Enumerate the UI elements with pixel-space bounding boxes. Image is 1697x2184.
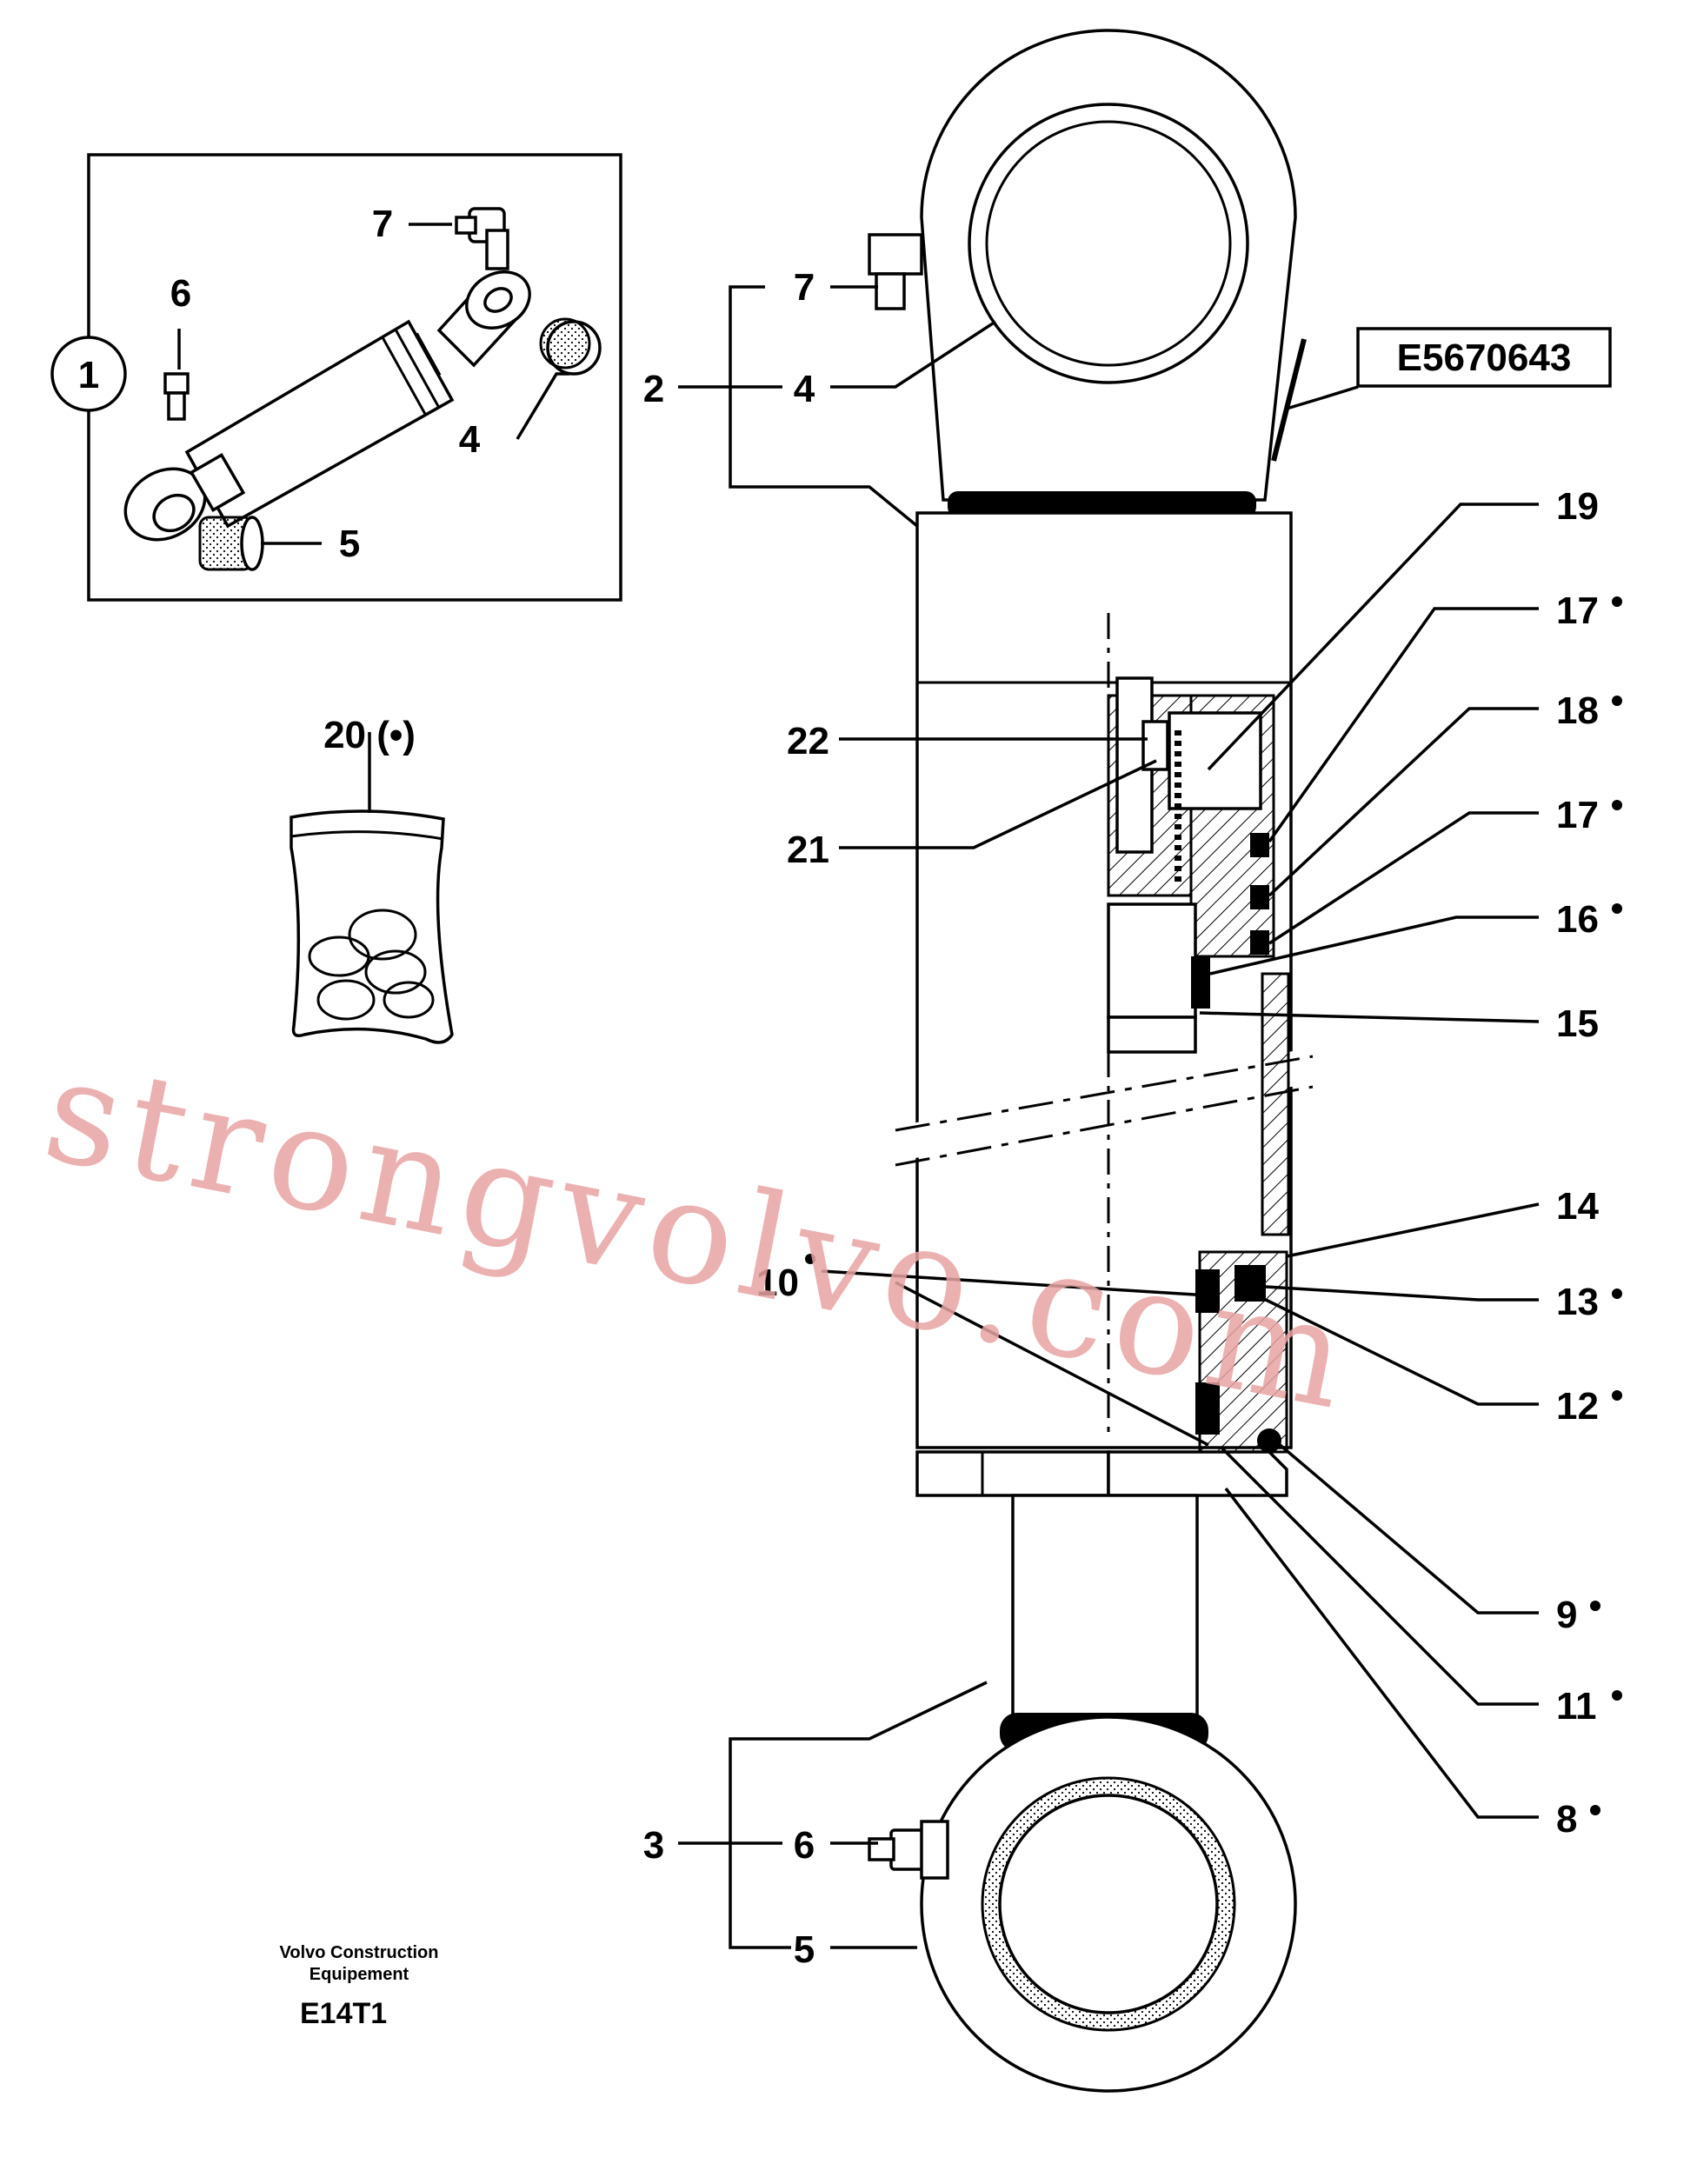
callout-20-seal-kit: 20 (•): [323, 714, 416, 756]
callout-13: 13: [1556, 1281, 1599, 1323]
top-rod-eye: [920, 29, 1297, 517]
callout-19: 19: [1556, 485, 1599, 528]
assembly-circle: [50, 336, 127, 412]
drawing-code: E14T1: [300, 1997, 387, 2030]
bushing-icon: [198, 516, 264, 571]
leader-lines: [678, 285, 1540, 1949]
inset-cylinder: [123, 270, 531, 542]
bushing-icon: [539, 317, 602, 376]
callout-12: 12: [1556, 1385, 1599, 1428]
callout-7-main: 7: [794, 266, 815, 309]
callout-22: 22: [787, 720, 829, 762]
callout-3: 3: [643, 1824, 664, 1867]
seal-kit-bag-icon: 20 (•): [289, 714, 454, 1044]
callout-17b: 17: [1556, 794, 1599, 836]
callout-8: 8: [1556, 1798, 1577, 1841]
reference-code: E5670643: [1397, 336, 1572, 379]
callout-9: 9: [1556, 1594, 1577, 1636]
piston-rod: [1000, 1494, 1208, 1752]
bullet-dot-icon: [1612, 800, 1622, 810]
company-line-2: Equipement: [309, 1965, 409, 1984]
bullet-dot-icon: [1612, 1288, 1622, 1299]
bullet-dot-icon: [1590, 1601, 1601, 1611]
callout-1: 1: [78, 354, 99, 396]
callout-11: 11: [1556, 1685, 1597, 1728]
callout-7-inset: 7: [372, 203, 393, 245]
grease-nipple-icon: [455, 207, 509, 270]
company-line-1: Volvo Construction: [280, 1943, 439, 1962]
bullet-dot-icon: [1612, 1390, 1622, 1401]
callout-10: 10: [756, 1262, 799, 1304]
callout-4-inset: 4: [459, 418, 481, 461]
callout-2: 2: [643, 368, 664, 410]
grease-nipple-icon: [868, 1820, 949, 1880]
inset-overview: 1 7 6 4 5: [50, 153, 622, 602]
bullet-dot-icon: [805, 1254, 815, 1264]
bullet-dot-icon: [1612, 1690, 1622, 1701]
cylinder-barrel: [895, 511, 1316, 1449]
cutaway-section: [1107, 613, 1290, 1492]
bullet-dot-icon: [1612, 696, 1622, 706]
bullet-dot-icon: [1590, 1805, 1601, 1815]
callout-21: 21: [787, 829, 829, 871]
callout-17a: 17: [1556, 589, 1599, 632]
bullet-dot-icon: [1612, 903, 1622, 914]
callout-15: 15: [1556, 1002, 1599, 1045]
callout-18: 18: [1556, 689, 1599, 732]
callout-labels: 7 2 4 19 17 18 17 16 15 14 13 12 9 11 8 …: [643, 266, 1622, 1971]
reference-code-box: E5670643: [1271, 327, 1612, 462]
callout-6-inset: 6: [170, 272, 191, 315]
callout-5-main: 5: [794, 1928, 815, 1971]
footer: Volvo Construction Equipement E14T1: [280, 1943, 439, 2030]
grease-nipple-icon: [163, 372, 190, 421]
grease-nipple-icon: [868, 233, 923, 310]
callout-4-main: 4: [794, 368, 815, 410]
main-cylinder: [868, 29, 1316, 2093]
callout-5-inset: 5: [339, 523, 360, 565]
bottom-rod-eye: [920, 1715, 1297, 2093]
callout-16: 16: [1556, 898, 1599, 941]
callout-6-main: 6: [794, 1824, 815, 1867]
bullet-dot-icon: [1612, 596, 1622, 607]
callout-14: 14: [1556, 1185, 1599, 1228]
